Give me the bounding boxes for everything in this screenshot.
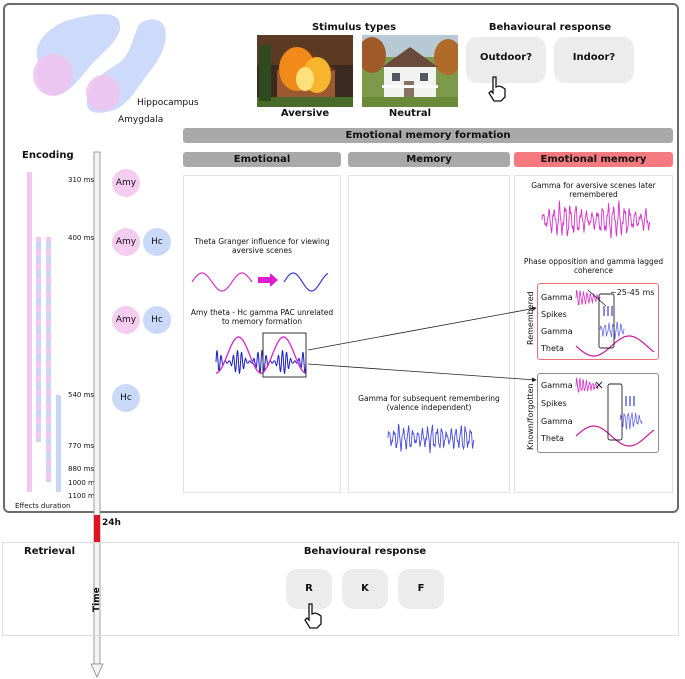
remembered-box — [537, 283, 659, 360]
effects-duration-bars — [27, 172, 61, 492]
connection-arrows — [307, 306, 537, 383]
col-header-emotional-memory: Emotional memory — [514, 152, 673, 167]
gamma-aversive-text: Gamma for aversive scenes later remember… — [531, 181, 656, 199]
formation-header: Emotional memory formation — [183, 128, 673, 143]
stimulus-title: Stimulus types — [311, 22, 397, 33]
know-button[interactable]: K — [342, 569, 388, 609]
amy-circle-pac: Amy — [112, 306, 140, 334]
retrieval-label: Retrieval — [24, 546, 76, 557]
memory-gamma-wave — [387, 423, 475, 454]
col-header-memory: Memory — [348, 152, 510, 167]
remember-button[interactable]: R — [286, 569, 332, 609]
kf-row-spikes: Spikes — [541, 399, 567, 408]
rem-row-theta: Theta — [541, 344, 564, 353]
emotional-column — [183, 175, 341, 493]
amy-circle-400: Amy — [112, 228, 140, 256]
tick-880: 880 ms — [68, 465, 95, 473]
tick-1000: 1000 ms — [68, 479, 99, 487]
forgotten-button[interactable]: F — [398, 569, 444, 609]
retrieval-panel — [2, 542, 679, 636]
hc-circle-400: Hc — [143, 228, 171, 256]
kf-row-theta: Theta — [541, 434, 564, 443]
outdoor-button[interactable]: Outdoor? — [466, 37, 546, 83]
memory-column — [348, 175, 510, 493]
rem-row-spikes: Spikes — [541, 310, 567, 319]
gamma-subsequent-text: Gamma for subsequent remembering (valenc… — [358, 394, 500, 412]
known-forgotten-box — [537, 373, 659, 453]
delay-label: 24h — [102, 518, 121, 528]
neutral-scene-image — [362, 35, 458, 107]
behavioural-title-retrieval: Behavioural response — [303, 546, 427, 557]
lag-label: ~25-45 ms — [610, 288, 655, 297]
tick-1100: 1100 ms — [68, 492, 99, 500]
tick-770: 770 ms — [68, 442, 95, 450]
time-arrow — [90, 151, 104, 678]
remembered-traces — [575, 289, 655, 357]
known-forgotten-traces — [575, 377, 655, 447]
kf-row-gamma2: Gamma — [541, 417, 573, 426]
emem-gamma-wave — [541, 200, 651, 239]
aversive-label: Aversive — [280, 108, 330, 119]
phase-opposition-text: Phase opposition and gamma lagged cohere… — [523, 257, 664, 275]
tick-400: 400 ms — [68, 234, 95, 242]
amy-circle-310: Amy — [112, 169, 140, 197]
hc-circle-540: Hc — [112, 384, 140, 412]
hand-cursor-icon — [488, 76, 506, 102]
encoding-label: Encoding — [22, 150, 74, 161]
effects-duration-label: Effects duration — [15, 502, 71, 510]
theta-granger-waves — [191, 272, 329, 292]
behavioural-title-top: Behavioural response — [488, 22, 612, 33]
hand-cursor-icon — [304, 603, 322, 629]
tick-310: 310 ms — [68, 176, 95, 184]
aversive-scene-image — [257, 35, 353, 107]
col-header-emotional: Emotional — [183, 152, 341, 167]
hippocampus-label: Hippocampus — [137, 98, 199, 108]
pac-waves — [215, 332, 307, 378]
indoor-button[interactable]: Indoor? — [554, 37, 634, 83]
encoding-frame — [3, 3, 679, 513]
brain-illustration — [33, 14, 166, 113]
amygdala-label: Amygdala — [118, 115, 164, 125]
hc-circle-pac: Hc — [143, 306, 171, 334]
kf-row-gamma1: Gamma — [541, 381, 573, 390]
tick-540: 540 ms — [68, 391, 95, 399]
pac-text: Amy theta - Hc gamma PAC unrelated to me… — [190, 308, 334, 326]
neutral-label: Neutral — [388, 108, 432, 119]
emotional-memory-column — [514, 175, 673, 493]
rem-row-gamma2: Gamma — [541, 327, 573, 336]
granger-text: Theta Granger influence for viewing aver… — [194, 237, 330, 255]
rem-row-gamma1: Gamma — [541, 293, 573, 302]
